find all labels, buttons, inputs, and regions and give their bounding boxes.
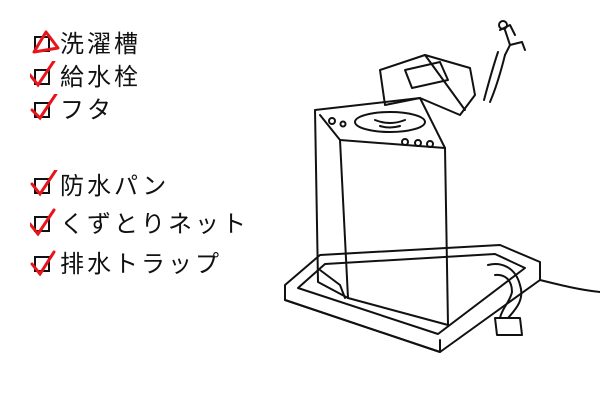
- checklist-item-drain-trap: 排水トラップ: [30, 250, 222, 278]
- item-label: 排水トラップ: [60, 250, 222, 278]
- checkbox: [30, 61, 56, 88]
- checkbox: [30, 208, 56, 236]
- item-label: フタ: [60, 96, 114, 124]
- item-label: 防水パン: [60, 172, 170, 200]
- checkbox: [30, 94, 58, 121]
- item-label: 給水栓: [60, 63, 141, 91]
- checkbox: [32, 30, 60, 54]
- water-faucet: [483, 20, 526, 103]
- checklist-item-lid: フタ: [30, 94, 114, 124]
- item-label: くずとりネット: [60, 210, 249, 238]
- checkbox: [30, 170, 58, 197]
- checklist-item-washing-tub: 洗濯槽: [32, 30, 141, 58]
- check-mark-icon: [30, 61, 56, 88]
- machine-body: [314, 97, 449, 326]
- check-mark-icon: [30, 170, 58, 197]
- check-mark-icon: [30, 208, 56, 236]
- checklist-item-water-faucet: 給水栓: [30, 61, 141, 91]
- checklist-item-waterproof-pan: 防水パン: [30, 170, 170, 200]
- checkbox: [30, 250, 56, 276]
- triangle-mark-icon: [32, 30, 60, 54]
- drain-trap: [487, 263, 600, 336]
- checklist-item-lint-net: くずとりネット: [30, 208, 249, 238]
- item-label: 洗濯槽: [60, 30, 141, 58]
- check-mark-icon: [30, 94, 58, 121]
- lid: [379, 54, 476, 116]
- check-mark-icon: [30, 250, 56, 276]
- waterproof-pan: [284, 244, 541, 353]
